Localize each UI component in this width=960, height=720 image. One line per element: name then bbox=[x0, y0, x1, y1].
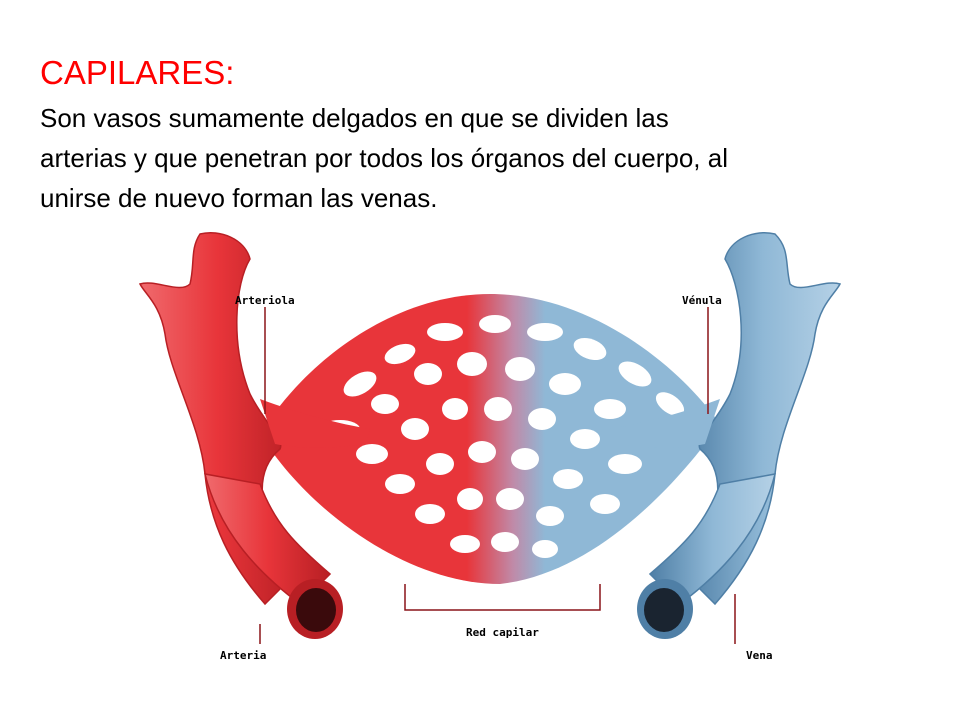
vein-vessel bbox=[610, 232, 842, 639]
body-line-2: arterias y que penetran por todos los ór… bbox=[40, 143, 728, 173]
slide-body: Son vasos sumamente delgados en que se d… bbox=[40, 98, 920, 218]
artery-vessel bbox=[138, 232, 370, 639]
body-line-3: unirse de nuevo forman las venas. bbox=[40, 183, 438, 213]
label-red-capilar: Red capilar bbox=[466, 626, 539, 639]
label-arteria: Arteria bbox=[220, 649, 266, 662]
vein-opening-inner bbox=[644, 588, 684, 632]
venule-branch bbox=[610, 399, 720, 448]
slide-title: CAPILARES: bbox=[40, 54, 235, 91]
capillary-network bbox=[260, 294, 720, 584]
label-vena: Vena bbox=[746, 649, 773, 662]
capillary-diagram: Arteriola Vénula Arteria Vena Red capila… bbox=[138, 232, 842, 662]
label-arteriola: Arteriola bbox=[235, 294, 295, 307]
network-holes bbox=[320, 315, 685, 558]
artery-opening-inner bbox=[296, 588, 336, 632]
red-capilar-bracket bbox=[404, 584, 601, 611]
leader-lines bbox=[259, 307, 736, 644]
arteriole-branch bbox=[260, 399, 370, 448]
label-venula: Vénula bbox=[682, 294, 722, 307]
body-line-1: Son vasos sumamente delgados en que se d… bbox=[40, 103, 669, 133]
